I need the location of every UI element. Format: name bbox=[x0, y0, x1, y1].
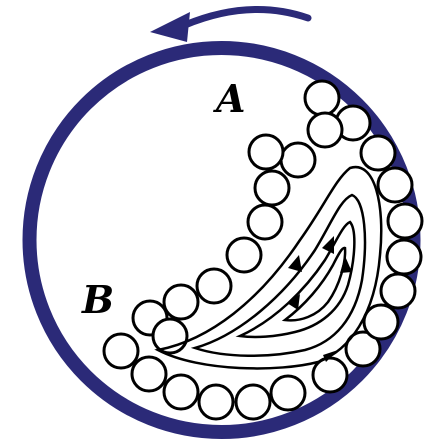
label-a: A bbox=[216, 80, 245, 118]
particle bbox=[236, 385, 270, 419]
flow-arrow-icon bbox=[322, 236, 334, 254]
particle bbox=[248, 205, 282, 239]
particle bbox=[281, 143, 315, 177]
particle bbox=[308, 113, 342, 147]
label-b: B bbox=[82, 281, 114, 319]
particle bbox=[104, 334, 138, 368]
rotation-arrow-icon bbox=[150, 9, 308, 42]
particle bbox=[361, 136, 395, 170]
particle bbox=[388, 204, 422, 238]
particle bbox=[381, 274, 415, 308]
particle bbox=[164, 285, 198, 319]
particle bbox=[305, 81, 339, 115]
particle bbox=[364, 305, 398, 339]
particle bbox=[132, 357, 166, 391]
particle bbox=[271, 376, 305, 410]
particle bbox=[199, 385, 233, 419]
particle bbox=[387, 240, 421, 274]
streamline-core bbox=[285, 248, 345, 320]
particle bbox=[164, 375, 198, 409]
particle bbox=[227, 238, 261, 272]
flow-arrow-icon bbox=[340, 256, 352, 273]
particle bbox=[197, 269, 231, 303]
particle bbox=[255, 171, 289, 205]
particle bbox=[378, 168, 412, 202]
particle bbox=[249, 135, 283, 169]
flow-arrow-icon bbox=[288, 255, 302, 272]
